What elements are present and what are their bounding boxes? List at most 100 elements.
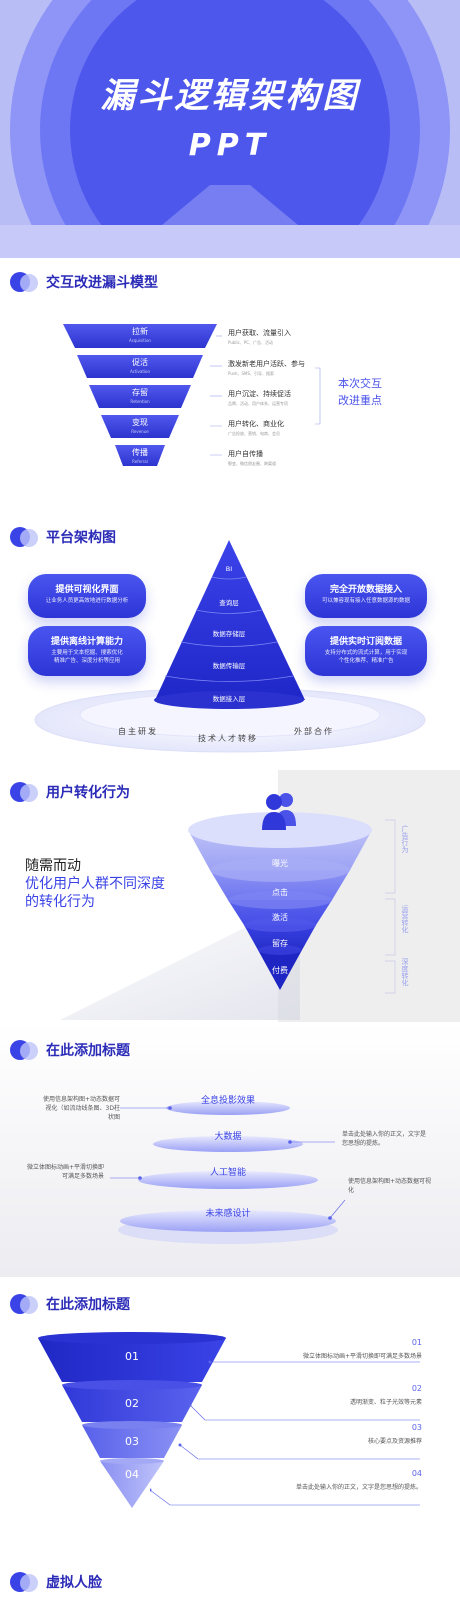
conversion-level-label: 曝光 (272, 859, 288, 868)
funnel-level-4 (101, 415, 179, 438)
section1-header: 交互改进漏斗模型 (10, 270, 158, 294)
section4-title: 在此添加标题 (46, 1043, 130, 1059)
users-icon (262, 793, 296, 830)
list-item: 03 核心要点及资源推荐 (250, 1423, 422, 1446)
section3-brackets (385, 819, 396, 994)
funnel-level-title: 变现 (132, 418, 148, 427)
funnel-number-label: 03 (125, 1435, 139, 1448)
conversion-level-label: 点击 (272, 888, 288, 897)
section3-funnel (188, 793, 372, 990)
pyramid-layer-label: 数据接入层 (212, 695, 246, 703)
right-card-1-title: 完全开放数据接入 (329, 585, 402, 595)
section6-header: 虚拟人脸 (10, 1570, 102, 1594)
section2-header: 平台架构图 (10, 525, 116, 549)
funnel-level-2 (77, 355, 203, 378)
left-card-2-desc: 主要用于文本挖掘、搜索优化 精准广告、深度分析等应用 (51, 650, 123, 664)
section1-title: 交互改进漏斗模型 (46, 275, 158, 291)
funnel-level-label: 变现 Revenue (90, 418, 190, 435)
section3-heading3: 的转化行为 (25, 894, 95, 910)
list-item: 02 透明渐变、粒子光效等元素 (250, 1384, 422, 1407)
section4-header: 在此添加标题 (10, 1038, 130, 1062)
hero-title: 漏斗逻辑架构图 (100, 76, 360, 116)
pyramid-layer-label: 数据传输层 (212, 662, 246, 670)
section3-title: 用户转化行为 (46, 785, 130, 801)
funnel-desc-sub: Public、PC、广告、活动 (228, 340, 274, 345)
left-card-1: 提供可视化界面 让业务人员更高效地进行数据分析 (28, 574, 146, 618)
section5-header: 在此添加标题 (10, 1292, 130, 1316)
funnel-level-1 (63, 324, 217, 348)
section-dots-icon (10, 1572, 44, 1592)
funnel-desc-title: 用户转化、商业化 (228, 420, 284, 428)
section5-funnel (38, 1332, 226, 1508)
funnel-level-sub: Acquisition (129, 338, 151, 343)
section-dots-icon (10, 782, 44, 802)
s4-note-3: 微立体图标动画+平滑切换即可满足多数场景 (26, 1164, 104, 1180)
funnel-level-sub: Retention (130, 399, 150, 404)
right-card-2: 提供实时订阅数据 支持分布式的流式计算，用于实现 个性化推荐、精准广告 (305, 626, 427, 676)
disk-level-label: 人工智能 (209, 1168, 246, 1178)
funnel-desc-sub: Push、SMS、引导、搜索 (228, 371, 275, 376)
section1-note: 本次交互 改进重点 (338, 377, 382, 407)
funnel-desc-sub: 广告投放、营销、电商、会员 (228, 431, 280, 436)
funnel-level-desc: 用户沉淀、持续促活 品牌、活动、用户体系、运营专项 (228, 391, 328, 407)
conversion-level-label: 留存 (272, 939, 288, 948)
funnel-level-desc: 激发新老用户活跃、参与 Push、SMS、引导、搜索 (228, 361, 328, 377)
funnel-level-sub: Activation (129, 369, 151, 374)
funnel-number-label: 02 (125, 1397, 139, 1410)
funnel-level-label: 拉新 Acquisition (90, 327, 190, 344)
s4-note-1: 使用信息架构图+动态数据可视化（如流动线条图、3D柱状图 (42, 1096, 120, 1121)
base-label-2: 技术人才转移 (198, 734, 258, 743)
funnel-level-title: 促活 (132, 358, 148, 367)
funnel-level-desc: 用户获取、流量引入 Public、PC、广告、活动 (228, 330, 328, 346)
section5-title: 在此添加标题 (46, 1297, 130, 1313)
funnel-level-label: 促活 Activation (90, 358, 190, 375)
funnel-level-desc: 用户自传播 裂变、微信朋友圈、跨渠道 (228, 451, 328, 467)
pyramid-layer-label: BI (225, 565, 233, 573)
list-item-number: 04 (411, 1469, 422, 1478)
base-label-3: 外部合作 (294, 727, 334, 736)
pyramid-layer-label: 查询层 (219, 599, 239, 607)
funnel-level-title: 存留 (132, 388, 148, 397)
list-item: 01 微立体图标动画+平滑切换即可满足多数场景 (250, 1338, 422, 1361)
disk-level-label: 未来感设计 (205, 1209, 251, 1219)
funnel-desc-title: 用户自传播 (228, 450, 263, 458)
section2-title: 平台架构图 (46, 530, 116, 546)
s4-note-4: 使用信息架构图+动态数据可视化 (348, 1178, 432, 1194)
funnel-level-5 (115, 445, 165, 466)
right-card-1: 完全开放数据接入 可以兼容现有接入任意数据源的数据 (305, 574, 427, 618)
right-card-1-desc: 可以兼容现有接入任意数据源的数据 (321, 598, 410, 604)
list-item-text: 单击此处输入你的正文，文字是您思想的提炼。 (295, 1484, 422, 1491)
funnel-desc-title: 用户获取、流量引入 (228, 329, 291, 337)
section-dots-icon (10, 1040, 44, 1060)
section-dots-icon (10, 272, 44, 292)
pyramid-layer-label: 数据存储层 (212, 630, 246, 638)
section1-leader-lines (210, 335, 321, 456)
section3-header: 用户转化行为 (10, 780, 130, 804)
funnel-desc-title: 激发新老用户活跃、参与 (228, 360, 305, 368)
funnel-level-title: 拉新 (132, 327, 148, 336)
funnel-number-label: 04 (125, 1468, 139, 1481)
list-item-number: 02 (411, 1384, 422, 1393)
disk-level-label: 大数据 (214, 1132, 242, 1142)
section6-title: 虚拟人脸 (46, 1575, 102, 1591)
section2-platform (34, 540, 426, 753)
funnel-desc-sub: 品牌、活动、用户体系、运营专项 (228, 401, 288, 406)
funnel-desc-title: 用户沉淀、持续促活 (228, 390, 291, 398)
side-label-2: 运营转化 (401, 905, 409, 933)
right-card-2-title: 提供实时订阅数据 (329, 637, 402, 647)
side-label-1: 广告行为 (401, 825, 409, 853)
funnel-level-sub: Referral (132, 459, 148, 464)
right-card-2-desc: 支持分布式的流式计算，用于实现 个性化推荐、精准广告 (324, 650, 408, 664)
section5-leader-lines (150, 1360, 420, 1506)
section3-heading2: 优化用户人群不同深度 (25, 876, 165, 892)
section3-heading1: 随需而动 (25, 858, 81, 874)
list-item-number: 01 (411, 1338, 422, 1347)
section-dots-icon (10, 527, 44, 547)
list-item-text: 透明渐变、粒子光效等元素 (349, 1399, 422, 1406)
hero-circles (0, 0, 460, 258)
list-item-text: 微立体图标动画+平滑切换即可满足多数场景 (302, 1353, 422, 1360)
conversion-level-label: 付费 (272, 966, 288, 975)
hero-banner: 漏斗逻辑架构图 PPT (0, 0, 460, 258)
list-item: 04 单击此处输入你的正文，文字是您思想的提炼。 (250, 1469, 422, 1492)
conversion-level-label: 激活 (272, 913, 288, 922)
